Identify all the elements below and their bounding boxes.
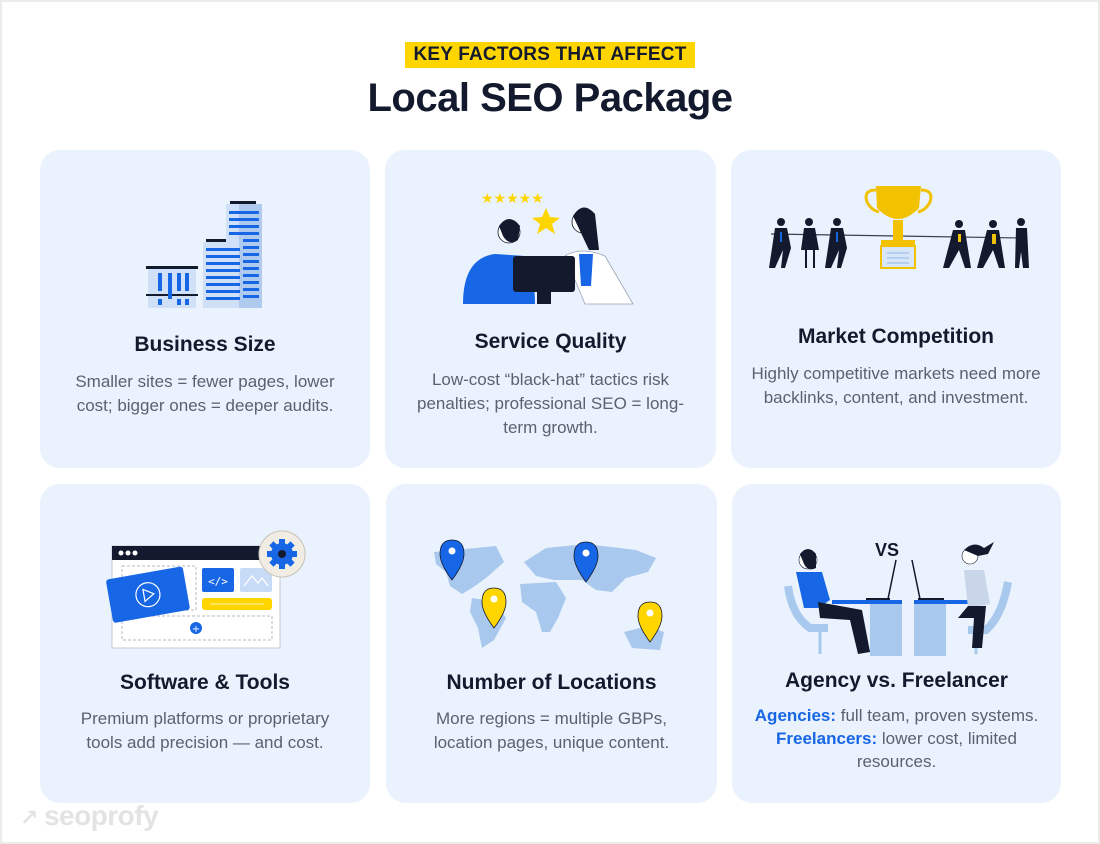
card-software-tools: </> + Software & Tools Premium platforms…	[40, 484, 370, 803]
browser-settings-icon: </> +	[40, 530, 370, 650]
header: KEY FACTORS THAT AFFECT Local SEO Packag…	[0, 42, 1100, 121]
card-title: Market Competition	[797, 325, 994, 348]
card-service-quality: ★★★★★ Service Quality Low-cost “black-ha…	[385, 150, 716, 468]
vs-label: VS	[875, 540, 899, 560]
card-title: Service Quality	[474, 330, 627, 353]
card-description: More regions = multiple GBPs, location p…	[433, 709, 670, 752]
card-market-competition: Market Competition Highly competitive ma…	[731, 150, 1061, 468]
card-title: Business Size	[134, 333, 276, 356]
support-team-icon: ★★★★★	[385, 186, 716, 308]
card-description: Highly competitive markets need more bac…	[751, 364, 1041, 407]
card-description: Low-cost “black-hat” tactics risk penalt…	[417, 370, 684, 437]
brand-name: seoprofy	[43, 800, 159, 831]
brand-logo: ↗seoprofy	[20, 800, 159, 832]
svg-text:+: +	[192, 624, 200, 635]
card-description: Smaller sites = fewer pages, lower cost;…	[75, 372, 335, 415]
card-description: Agencies: full team, proven systems. Fre…	[742, 704, 1051, 773]
freelancers-text: lower cost, limited resources.	[856, 729, 1017, 771]
card-business-size: Business Size Smaller sites = fewer page…	[40, 150, 370, 468]
freelancers-label: Freelancers:	[776, 729, 878, 748]
card-title: Agency vs. Freelancer	[785, 669, 1008, 692]
svg-text:★★★★★: ★★★★★	[481, 191, 544, 207]
page-title: Local SEO Package	[367, 76, 733, 120]
arrow-up-right-icon: ↗	[20, 805, 38, 830]
kicker-label: KEY FACTORS THAT AFFECT	[405, 42, 695, 68]
world-map-pins-icon	[386, 532, 717, 650]
agency-vs-freelancer-icon: VS	[732, 536, 1061, 666]
buildings-icon	[40, 200, 370, 310]
agencies-text: full team, proven systems.	[836, 706, 1039, 725]
tug-of-war-trophy-icon	[731, 182, 1061, 272]
agencies-label: Agencies:	[754, 706, 837, 725]
card-title: Number of Locations	[446, 671, 657, 694]
card-agency-vs-freelancer: VS Agency vs. Freelancer Agen	[732, 484, 1061, 803]
card-title: Software & Tools	[120, 671, 290, 694]
svg-text:</>: </>	[208, 575, 228, 588]
card-number-of-locations: Number of Locations More regions = multi…	[386, 484, 717, 803]
card-description: Premium platforms or proprietary tools a…	[80, 709, 330, 752]
